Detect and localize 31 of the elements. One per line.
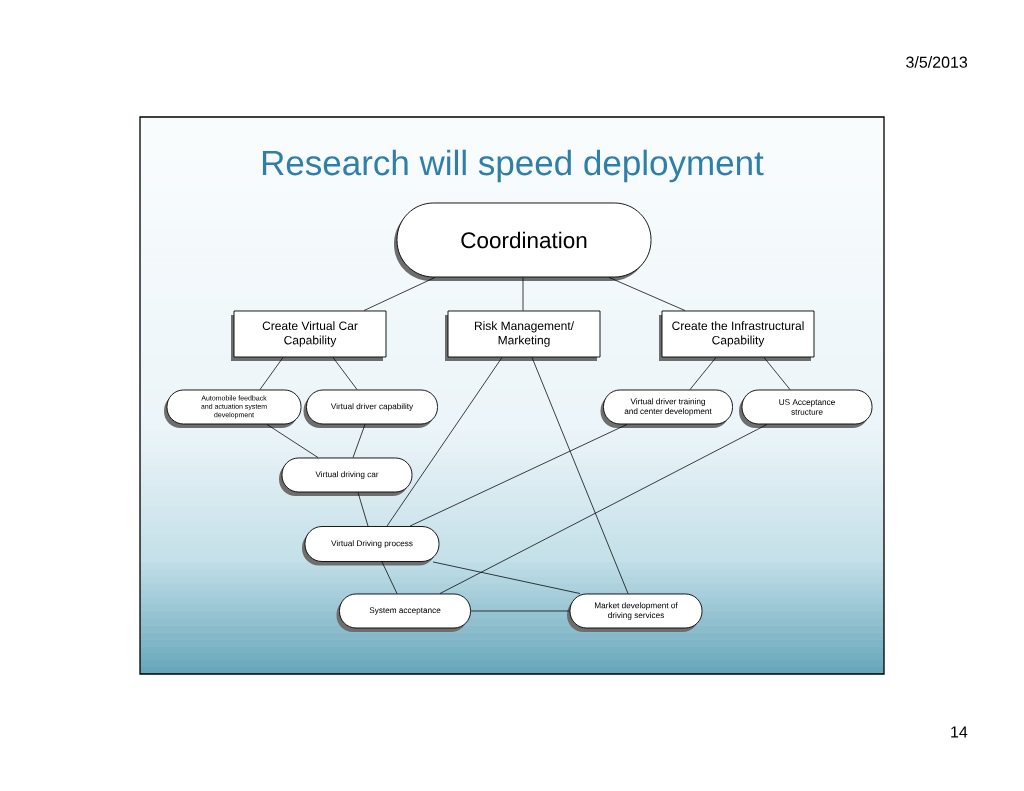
connector-line (689, 357, 717, 390)
rounded-box: Market development of driving services (567, 593, 703, 632)
rounded-box: Virtual Driving process (302, 526, 440, 566)
connector-line (522, 277, 524, 311)
connector-line (409, 424, 628, 527)
connector-line (363, 277, 436, 311)
process-box: Risk Management/ Marketing (445, 310, 601, 361)
connector-line (432, 561, 581, 594)
rounded-box: US Acceptance structure (739, 389, 873, 428)
process-box: Create the Infrastructural Capability (659, 310, 815, 361)
rounded-box: Virtual driver training and center development (600, 389, 733, 428)
connector-line (381, 561, 398, 594)
connector-line (357, 492, 369, 527)
connector-line (259, 357, 284, 390)
date: 3/5/2013 (906, 56, 968, 68)
connector-line (470, 610, 570, 612)
connector-line (763, 357, 791, 390)
connector-line (531, 357, 629, 594)
rounded-box: Virtual driving car (279, 457, 413, 496)
rounded-box: Coordination (394, 202, 652, 281)
connector-line (266, 424, 319, 458)
connector-line (608, 277, 686, 311)
connector-line (386, 357, 503, 527)
title: Research will speed deployment (262, 149, 764, 183)
rounded-box: Virtual driver capability (303, 389, 438, 428)
connector-line (439, 424, 768, 594)
connector-line (332, 357, 358, 390)
connector-line (352, 424, 366, 458)
process-box: Create Virtual Car Capability (231, 310, 387, 361)
rounded-box: System acceptance (336, 593, 471, 632)
page-number: 14 (951, 726, 968, 738)
